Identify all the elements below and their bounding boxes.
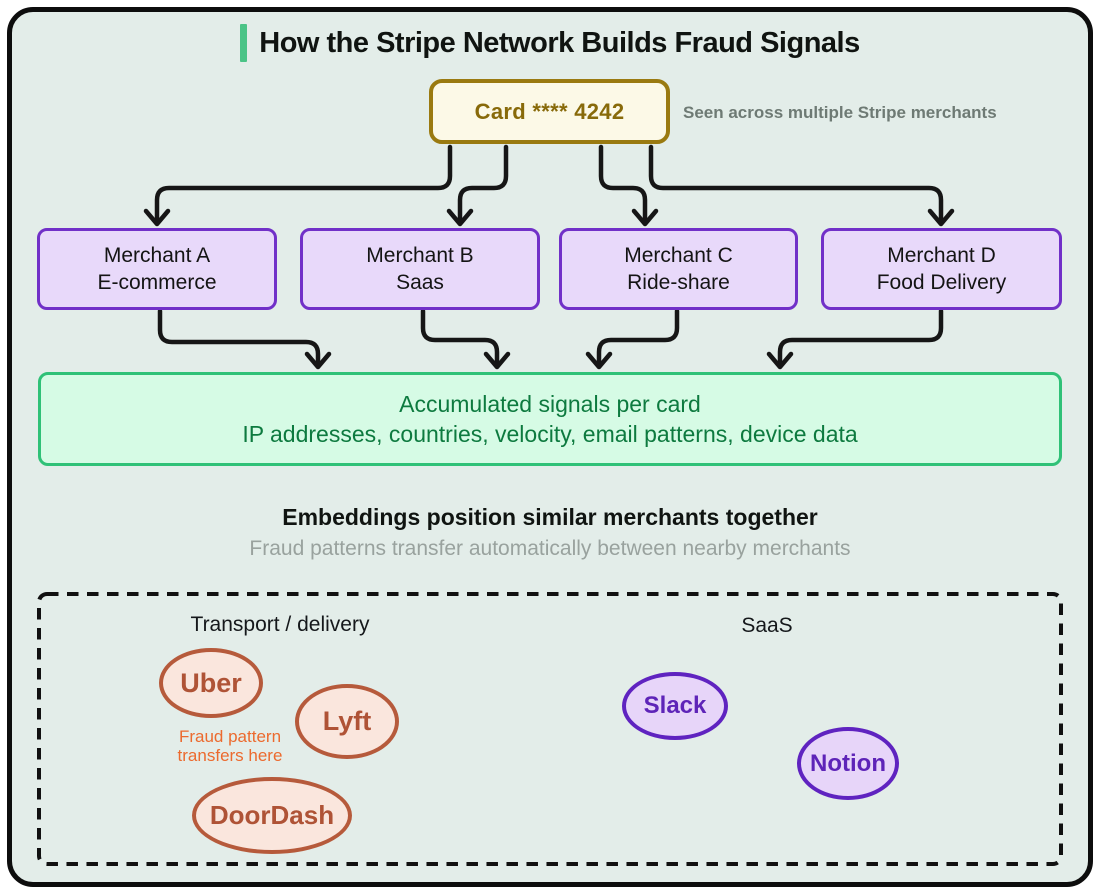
embeddings-subheading: Fraud patterns transfer automatically be…: [249, 537, 851, 560]
arrow-merchant-c-to-signals: [596, 308, 680, 367]
merchant-b-name: Merchant B: [366, 243, 474, 267]
arrow-merchant-b-to-signals: [420, 308, 500, 367]
embeddings-heading: Embeddings position similar merchants to…: [282, 504, 818, 530]
merchant-to-signals-arrows: [157, 308, 944, 370]
merchant-c-name: Merchant C: [624, 243, 733, 267]
arrow-card-to-merchant-a: [154, 144, 453, 224]
merchant-b-node: Merchant B Saas: [300, 228, 540, 310]
signals-line-2: IP addresses, countries, velocity, email…: [242, 420, 858, 447]
embedding-cluster-boundary: [37, 592, 1063, 866]
arrowhead-signals-c: [585, 351, 613, 370]
arrowhead-merchant-b: [446, 208, 474, 227]
arrow-merchant-a-to-signals: [157, 308, 321, 367]
slack-label: Slack: [643, 692, 707, 719]
arrowhead-merchant-d: [927, 208, 955, 227]
saas-cluster-label: SaaS: [741, 614, 793, 637]
arrowhead-signals-d: [766, 351, 794, 370]
fraud-pattern-note: Fraud pattern transfers here: [154, 727, 306, 766]
merchant-d-category: Food Delivery: [876, 271, 1007, 294]
merchant-d-name: Merchant D: [887, 243, 996, 267]
diagram-title-row: How the Stripe Network Builds Fraud Sign…: [0, 24, 1100, 62]
arrow-merchant-d-to-signals: [777, 308, 944, 367]
arrowhead-merchant-a: [143, 208, 171, 227]
lyft-label: Lyft: [322, 706, 372, 736]
slack-bubble: Slack: [622, 672, 728, 740]
merchant-c-category: Ride-share: [627, 271, 730, 294]
arrow-card-to-merchant-b: [457, 144, 509, 224]
fraud-pattern-note-line-1: Fraud pattern: [178, 727, 282, 746]
arrow-card-to-merchant-d: [648, 144, 944, 224]
merchant-a-category: E-commerce: [97, 271, 217, 294]
lyft-bubble: Lyft: [295, 684, 399, 759]
title-accent-bar: [240, 24, 248, 62]
merchant-b-category: Saas: [396, 271, 444, 294]
card-label: Card **** 4242: [474, 98, 625, 124]
card-to-merchant-arrows: [143, 144, 955, 227]
arrowhead-merchant-c: [631, 208, 659, 227]
diagram-title: How the Stripe Network Builds Fraud Sign…: [259, 26, 860, 59]
signals-line-1: Accumulated signals per card: [399, 390, 701, 417]
arrow-card-to-merchant-c: [598, 144, 648, 224]
card-caption: Seen across multiple Stripe merchants: [683, 103, 997, 122]
uber-label: Uber: [180, 667, 242, 698]
merchant-c-node: Merchant C Ride-share: [559, 228, 798, 310]
doordash-bubble: DoorDash: [192, 777, 352, 854]
card-node: Card **** 4242: [429, 79, 670, 144]
accumulated-signals-node: Accumulated signals per card IP addresse…: [38, 372, 1062, 466]
uber-bubble: Uber: [159, 648, 263, 718]
arrowhead-signals-a: [304, 351, 332, 370]
notion-bubble: Notion: [797, 727, 899, 800]
arrowhead-signals-b: [483, 351, 511, 370]
notion-label: Notion: [810, 749, 886, 777]
merchant-d-node: Merchant D Food Delivery: [821, 228, 1062, 310]
fraud-pattern-note-line-2: transfers here: [177, 746, 283, 766]
merchant-a-name: Merchant A: [103, 243, 211, 267]
merchant-a-node: Merchant A E-commerce: [37, 228, 277, 310]
transport-cluster-label: Transport / delivery: [190, 613, 370, 636]
doordash-label: DoorDash: [209, 800, 335, 830]
